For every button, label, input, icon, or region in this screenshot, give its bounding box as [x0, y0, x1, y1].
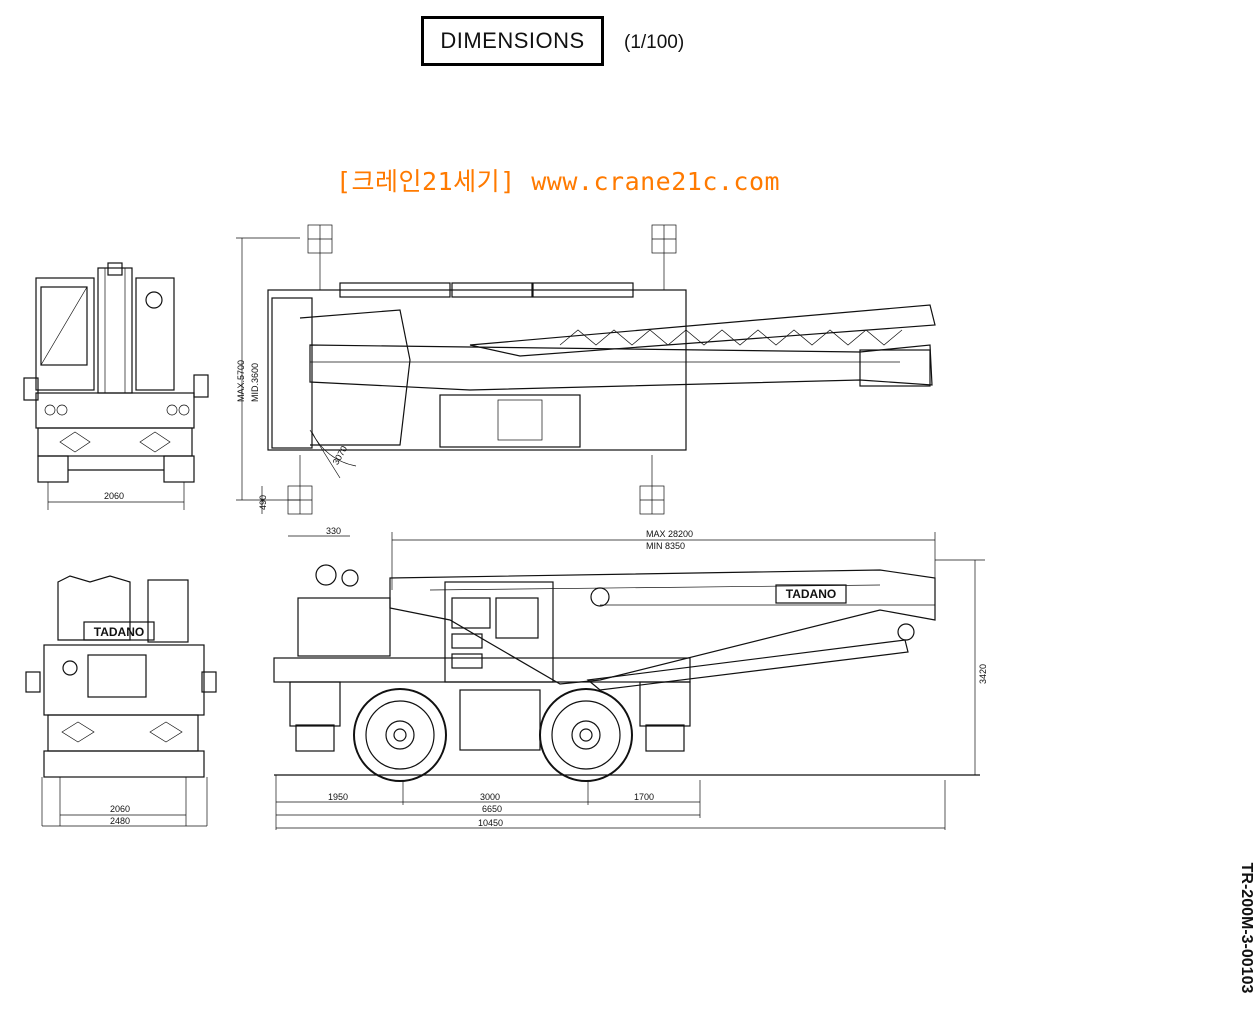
boom-max-label: MAX 28200 [646, 529, 693, 539]
body-length-label: 6650 [482, 804, 502, 814]
watermark-text: [크레인21세기] www.crane21c.com [336, 167, 781, 196]
height-label: 3420 [978, 664, 988, 684]
outrigger-max-label: MAX.5700 [236, 360, 246, 402]
scale-label: (1/100) [624, 32, 685, 53]
front-overhang-label: 1950 [328, 792, 348, 802]
rear-view: TADANO 2060 2480 [25, 575, 217, 827]
front-width-label: 2060 [104, 491, 124, 501]
rear-width-label: 2480 [110, 816, 130, 826]
side-view: MAX 28200 MIN 8350 TADANO [273, 529, 988, 830]
front-offset-label: 330 [326, 526, 341, 536]
top-view: 3070 MAX.5700 MID.3600 490 330 [236, 224, 936, 537]
side-logo-text: TADANO [786, 587, 836, 601]
rear-overhang-label: 1700 [634, 792, 654, 802]
front-view: 2060 [23, 262, 209, 510]
wheelbase-label: 3000 [480, 792, 500, 802]
rear-track-label: 2060 [110, 804, 130, 814]
outrigger-mid-label: MID.3600 [250, 363, 260, 402]
rear-logo-text: TADANO [94, 625, 144, 639]
top-offset-label: 490 [258, 495, 268, 510]
diagram-title: DIMENSIONS [421, 16, 604, 66]
overall-length-label: 10450 [478, 818, 503, 828]
boom-min-label: MIN 8350 [646, 541, 685, 551]
